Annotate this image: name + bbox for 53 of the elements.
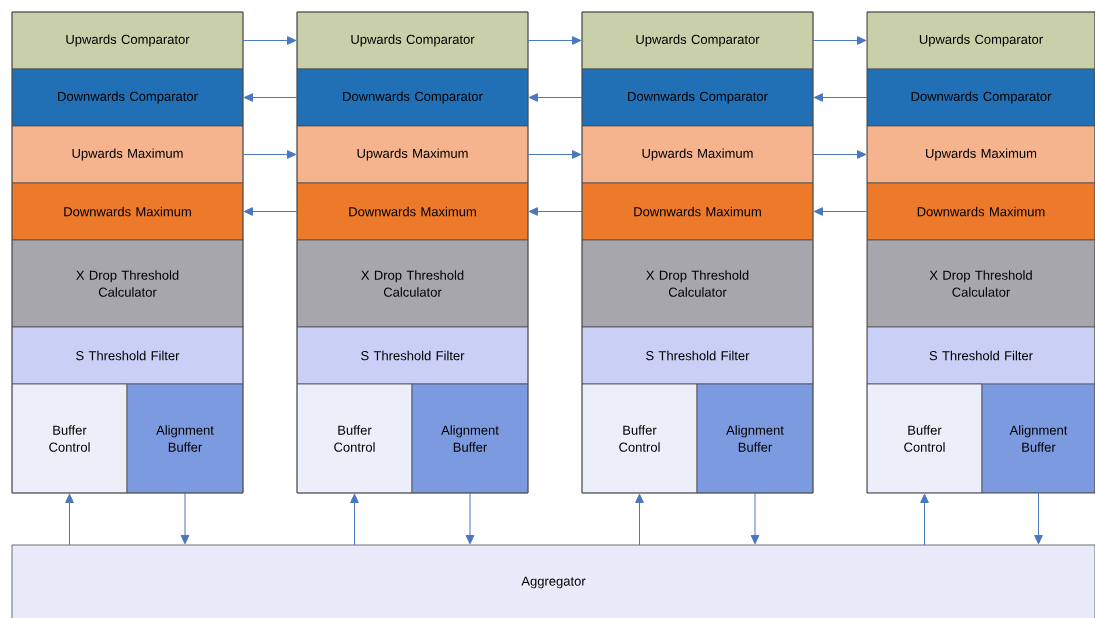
arrow — [180, 492, 190, 545]
arrow — [65, 493, 74, 546]
comparator-block: Upwards Comparator — [11, 11, 244, 70]
comparator-block: Downwards Comparator — [866, 68, 1095, 127]
arrow — [635, 493, 644, 546]
maximum-block: Downwards Maximum — [11, 182, 244, 241]
arrow — [813, 207, 868, 216]
buffer-block: Alignment Buffer — [126, 383, 244, 494]
maximum-block: Downwards Maximum — [296, 182, 529, 241]
control-block: Buffer Control — [11, 383, 128, 494]
filter-block: S Threshold Filter — [581, 326, 814, 385]
filter-block: S Threshold Filter — [11, 326, 244, 385]
arrow — [527, 36, 582, 45]
arrow — [812, 150, 867, 159]
buffer-block: Alignment Buffer — [696, 383, 814, 494]
filter-block: S Threshold Filter — [866, 326, 1095, 385]
calculator-block: X Drop Threshold Calculator — [866, 239, 1095, 328]
arrow — [1034, 492, 1043, 545]
maximum-block: Upwards Maximum — [581, 125, 814, 184]
arrow — [813, 93, 868, 102]
buffer-block: Alignment Buffer — [981, 383, 1095, 494]
calculator-block: X Drop Threshold Calculator — [11, 239, 244, 328]
arrow — [812, 36, 867, 45]
arrow — [527, 150, 582, 159]
arrow — [243, 93, 298, 102]
control-block: Buffer Control — [581, 383, 698, 494]
arrow — [350, 493, 359, 546]
filter-block: S Threshold Filter — [296, 326, 529, 385]
calculator-block: X Drop Threshold Calculator — [581, 239, 814, 328]
comparator-block: Downwards Comparator — [581, 68, 814, 127]
control-block: Buffer Control — [866, 383, 983, 494]
maximum-block: Downwards Maximum — [581, 182, 814, 241]
aggregator-box: Aggregator — [11, 544, 1095, 618]
arrow — [528, 207, 583, 216]
calculator-block: X Drop Threshold Calculator — [296, 239, 529, 328]
comparator-block: Upwards Comparator — [866, 11, 1095, 70]
arrow — [242, 150, 297, 159]
maximum-block: Upwards Maximum — [866, 125, 1095, 184]
arrow — [242, 36, 297, 45]
comparator-block: Downwards Comparator — [11, 68, 244, 127]
control-block: Buffer Control — [296, 383, 413, 494]
arrow — [528, 93, 583, 102]
maximum-block: Downwards Maximum — [866, 182, 1095, 241]
arrow — [750, 492, 760, 545]
arrow — [465, 492, 475, 545]
arrow — [920, 493, 929, 546]
comparator-block: Upwards Comparator — [296, 11, 529, 70]
maximum-block: Upwards Maximum — [296, 125, 529, 184]
comparator-block: Downwards Comparator — [296, 68, 529, 127]
buffer-block: Alignment Buffer — [411, 383, 529, 494]
comparator-block: Upwards Comparator — [581, 11, 814, 70]
arrow — [243, 207, 298, 216]
maximum-block: Upwards Maximum — [11, 125, 244, 184]
